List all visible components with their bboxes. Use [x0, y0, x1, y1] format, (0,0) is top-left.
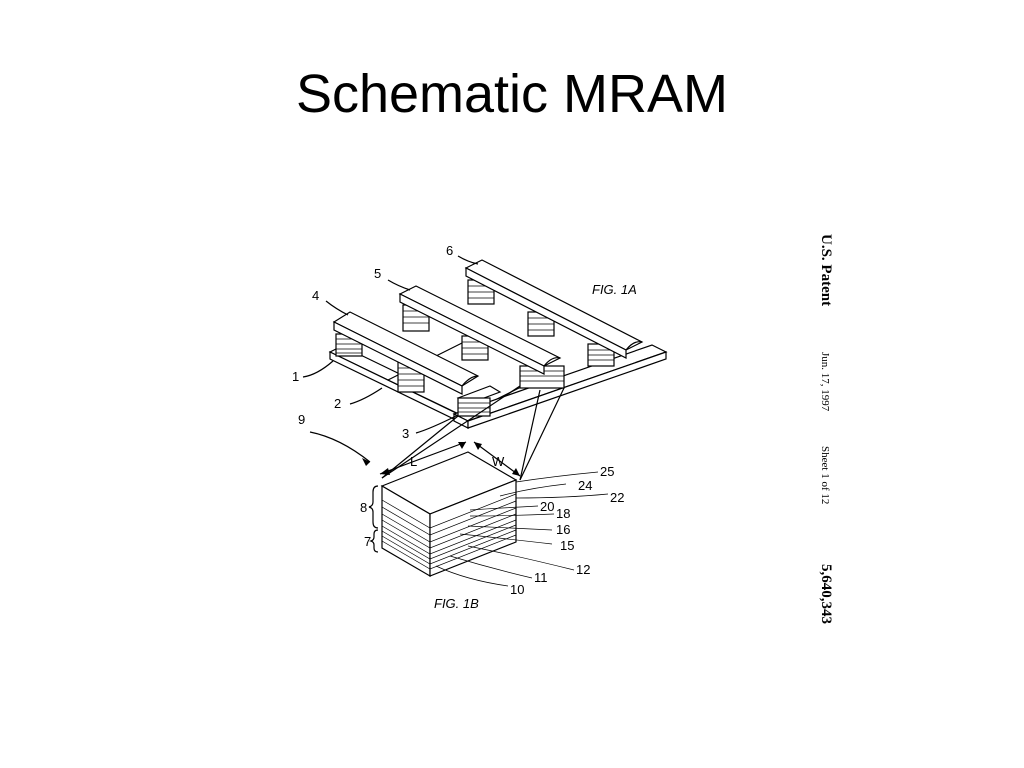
projection-lines	[381, 385, 565, 481]
label-20: 20	[540, 499, 554, 514]
label-4: 4	[312, 288, 319, 303]
label-24: 24	[578, 478, 592, 493]
fig-1a-caption: FIG. 1A	[592, 282, 637, 297]
label-2: 2	[334, 396, 341, 411]
label-3: 3	[402, 426, 409, 441]
label-15: 15	[560, 538, 574, 553]
patent-header: U.S. Patent Jun. 17, 1997 Sheet 1 of 12 …	[818, 234, 834, 624]
label-9: 9	[298, 412, 305, 427]
fig1b-leaders	[435, 471, 609, 587]
label-5: 5	[374, 266, 381, 281]
label-25: 25	[600, 464, 614, 479]
label-L: L	[410, 454, 417, 469]
label-W: W	[492, 454, 505, 469]
label-1: 1	[292, 369, 299, 384]
patent-name: U.S. Patent	[818, 234, 834, 306]
word-line-4	[332, 311, 480, 395]
label-6: 6	[446, 243, 453, 258]
label-8: 8	[360, 500, 367, 515]
cell-stack	[587, 343, 615, 367]
stack-layers	[381, 493, 517, 570]
label-22: 22	[610, 490, 624, 505]
label-7: 7	[364, 534, 371, 549]
label-16: 16	[556, 522, 570, 537]
word-line-6	[464, 259, 644, 359]
label-12: 12	[576, 562, 590, 577]
label-11: 11	[534, 570, 548, 585]
patent-sheet: Sheet 1 of 12	[819, 446, 831, 504]
label-18: 18	[556, 506, 570, 521]
slide-title: Schematic MRAM	[295, 64, 729, 124]
fig1b-stack	[368, 441, 609, 587]
patent-date: Jun. 17, 1997	[819, 352, 831, 412]
patent-number: 5,640,343	[818, 564, 834, 624]
labels: FIG. 1A FIG. 1B 4 5 6 1 2 9 3 L W 8 7 25…	[292, 243, 637, 611]
leader-lines	[302, 255, 479, 466]
dimension-arrows	[379, 441, 521, 477]
fig-1b-caption: FIG. 1B	[434, 596, 479, 611]
label-10: 10	[510, 582, 524, 597]
word-line-5	[398, 285, 562, 375]
